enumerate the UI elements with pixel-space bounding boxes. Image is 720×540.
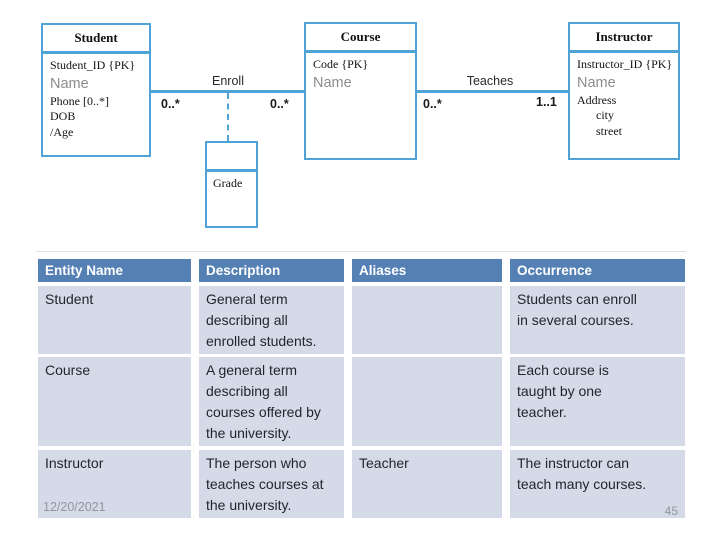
slide-date: 12/20/2021 <box>43 500 106 514</box>
cell-aliases: Teacher <box>352 449 502 518</box>
entity-student-title: Student <box>43 25 149 54</box>
enroll-relationship-label: Enroll <box>212 74 244 88</box>
attribute: Student_ID {PK} <box>50 58 136 72</box>
cell-entity-name: Instructor <box>38 449 191 518</box>
col-header-aliases: Aliases <box>352 259 502 282</box>
enroll-relationship-line <box>151 90 304 93</box>
cell-occurrence: Students can enroll in several courses. <box>510 285 685 354</box>
attribute: Address <box>577 92 617 107</box>
col-header-entity-name: Entity Name <box>38 259 191 282</box>
multiplicity-course-side-enroll: 0..* <box>270 97 289 111</box>
multiplicity-instructor-side: 1..1 <box>536 95 557 109</box>
entity-student: Student Student_ID {PK} Name Phone [0..*… <box>41 23 151 157</box>
entity-course-title: Course <box>306 24 415 53</box>
multiplicity-student-side: 0..* <box>161 97 180 111</box>
cell-entity-name: Course <box>38 357 191 446</box>
cell-description: The person who teaches courses at the un… <box>199 449 344 518</box>
attribute: /Age <box>50 124 74 139</box>
teaches-relationship-line <box>417 90 568 93</box>
data-dictionary-table: Entity Name Description Aliases Occurren… <box>38 259 685 518</box>
association-class-name-compartment <box>207 143 256 172</box>
attribute: street <box>596 123 622 138</box>
entity-instructor-title: Instructor <box>570 24 678 53</box>
cell-aliases <box>352 357 502 446</box>
attribute: Code {PK} <box>313 57 369 71</box>
teaches-relationship-label: Teaches <box>466 74 514 88</box>
entity-instructor: Instructor Instructor_ID {PK} Name Addre… <box>568 22 680 160</box>
slide-number: 45 <box>664 504 678 518</box>
entity-course: Course Code {PK} Name <box>304 22 417 160</box>
entity-course-attributes: Code {PK} Name <box>306 53 415 93</box>
cell-occurrence: Each course is taught by one teacher. <box>510 357 685 446</box>
attribute: Name <box>50 75 89 92</box>
attribute: Phone [0..*] <box>50 93 109 108</box>
multiplicity-course-side-teaches: 0..* <box>423 97 442 111</box>
attribute: DOB <box>50 109 76 123</box>
attribute: Instructor_ID {PK} <box>577 57 673 71</box>
cell-entity-name: Student <box>38 285 191 354</box>
entity-student-attributes: Student_ID {PK} Name Phone [0..*] DOB /A… <box>43 54 149 140</box>
cell-description: A general term describing all courses of… <box>199 357 344 446</box>
attribute: city <box>596 108 614 122</box>
cell-aliases <box>352 285 502 354</box>
entity-instructor-attributes: Instructor_ID {PK} Name Address city str… <box>570 53 678 139</box>
cell-occurrence: The instructor can teach many courses. <box>510 449 685 518</box>
col-header-occurrence: Occurrence <box>510 259 685 282</box>
attribute: Name <box>313 74 352 91</box>
association-class-attribute: Grade <box>213 176 243 190</box>
association-dashed-line <box>227 93 229 141</box>
col-header-description: Description <box>199 259 344 282</box>
cell-description: General term describing all enrolled stu… <box>199 285 344 354</box>
attribute: Name <box>577 74 616 91</box>
figure-border-artifact <box>36 251 686 252</box>
association-class-grade: Grade <box>205 141 258 228</box>
